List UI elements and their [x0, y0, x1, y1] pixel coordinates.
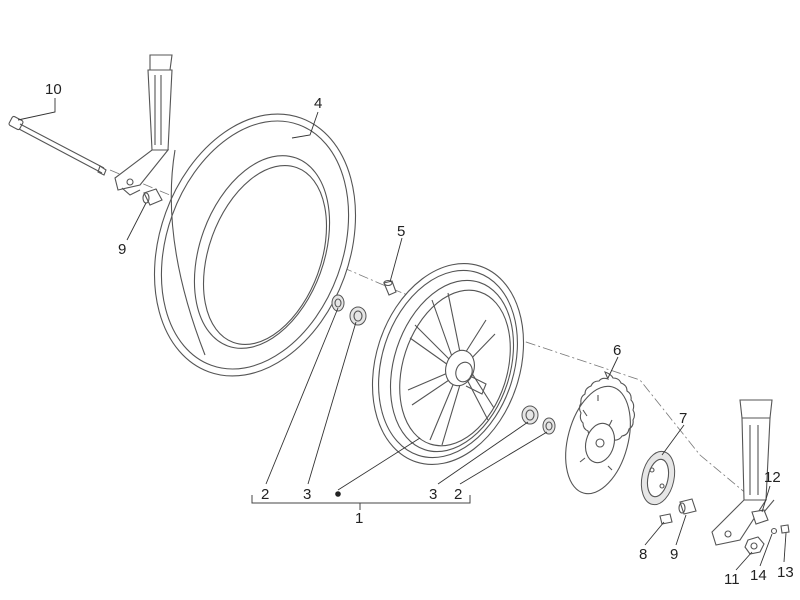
wheel-rim: [371, 262, 525, 466]
tyre-valve: [383, 279, 397, 296]
callout-13: 13: [777, 564, 794, 581]
speed-sensor: [751, 499, 775, 525]
left-bearing-seal: [331, 294, 345, 312]
sensor-washer: [770, 527, 778, 535]
callout-9-left: 9: [118, 241, 126, 258]
callout-7: 7: [679, 410, 687, 427]
callout-11: 11: [724, 571, 740, 588]
left-fork-leg: [114, 54, 173, 196]
right-spacer: [678, 498, 697, 515]
right-bearing-seal: [542, 417, 556, 435]
brake-disc: [565, 371, 636, 495]
callout-2-left: 2: [261, 486, 269, 503]
callout-3-left: 3: [303, 486, 311, 503]
callout-6: 6: [613, 342, 621, 359]
callout-2-right: 2: [454, 486, 462, 503]
callout-1: 1: [355, 510, 363, 527]
callout-5: 5: [397, 223, 405, 240]
callout-3-right: 3: [429, 486, 437, 503]
disc-screw: [659, 513, 673, 525]
callout-4: 4: [314, 95, 322, 112]
right-bearing: [521, 405, 539, 425]
callout-12: 12: [764, 469, 781, 486]
left-spacer: [142, 188, 163, 206]
tyre: [153, 113, 357, 377]
axle-bolt: [8, 115, 107, 176]
callout-9-right: 9: [670, 546, 678, 563]
callout-14: 14: [750, 567, 767, 584]
sensor-screw: [780, 524, 790, 534]
callout-10: 10: [45, 81, 62, 98]
assembly-bracket: [251, 491, 471, 510]
axle-nut: [744, 536, 765, 555]
abs-tone-ring: [640, 450, 676, 506]
leader-lines: [17, 98, 787, 571]
assembly-dot: [335, 491, 341, 497]
callouts: 10 4 9 5 6 7 12 2 3 3 2 1 8 9 11 14 13: [45, 81, 794, 588]
left-bearing: [349, 306, 367, 326]
callout-8: 8: [639, 546, 647, 563]
right-fork-leg: [711, 399, 773, 546]
